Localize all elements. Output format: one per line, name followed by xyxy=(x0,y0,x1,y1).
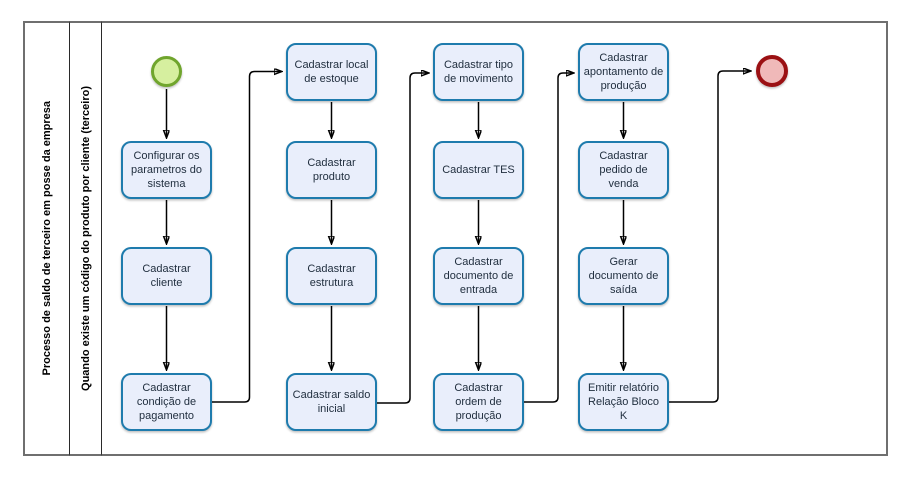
task-cadastrar-apontamento-producao: Cadastrar apontamento de produção xyxy=(578,43,669,101)
task-cadastrar-ordem-producao: Cadastrar ordem de produção xyxy=(433,373,524,431)
task-gerar-documento-saida: Gerar documento de saída xyxy=(578,247,669,305)
task-cadastrar-tes: Cadastrar TES xyxy=(433,141,524,199)
lane-label-band: Quando existe um código do produto por c… xyxy=(70,21,102,456)
task-cadastrar-tipo-movimento: Cadastrar tipo de movimento xyxy=(433,43,524,101)
end-event xyxy=(756,55,788,87)
task-cadastrar-estrutura: Cadastrar estrutura xyxy=(286,247,377,305)
task-emitir-relatorio-bloco-k: Emitir relatório Relação Bloco K xyxy=(578,373,669,431)
task-cadastrar-saldo-inicial: Cadastrar saldo inicial xyxy=(286,373,377,431)
task-cadastrar-condicao-pagamento: Cadastrar condição de pagamento xyxy=(121,373,212,431)
task-cadastrar-local-estoque: Cadastrar local de estoque xyxy=(286,43,377,101)
start-event xyxy=(151,56,182,87)
task-cadastrar-cliente: Cadastrar cliente xyxy=(121,247,212,305)
task-cadastrar-documento-entrada: Cadastrar documento de entrada xyxy=(433,247,524,305)
task-cadastrar-pedido-venda: Cadastrar pedido de venda xyxy=(578,141,669,199)
task-configurar-parametros: Configurar os parametros do sistema xyxy=(121,141,212,199)
pool-label-band: Processo de saldo de terceiro em posse d… xyxy=(23,21,70,456)
pool-label: Processo de saldo de terceiro em posse d… xyxy=(41,101,53,376)
task-cadastrar-produto: Cadastrar produto xyxy=(286,141,377,199)
lane-label: Quando existe um código do produto por c… xyxy=(79,86,92,391)
